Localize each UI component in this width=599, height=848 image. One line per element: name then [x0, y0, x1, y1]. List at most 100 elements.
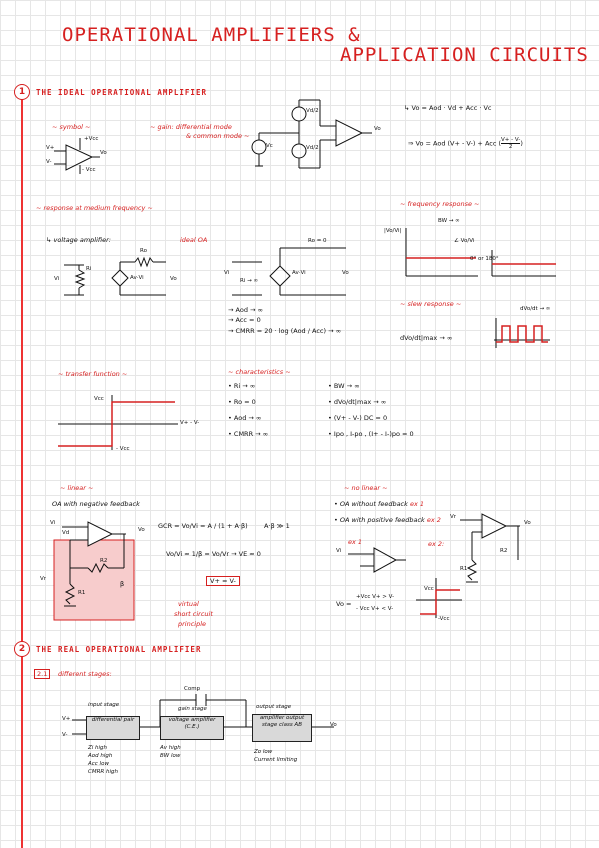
gain-vd: Vd/2: [306, 108, 319, 114]
section-title-2: THE REAL OPERATIONAL AMPLIFIER: [36, 645, 202, 654]
stage1-box: differential pair: [86, 716, 140, 740]
page-title-line2: APPLICATION CIRCUITS: [340, 44, 589, 66]
nonlinear-e2: • OA with positive feedback ex 2: [334, 516, 441, 524]
response-ideal-label: ideal OA: [180, 236, 208, 244]
linear-note2: short circuit: [174, 610, 213, 618]
linear-desc: OA with negative feedback: [52, 500, 140, 508]
response-heading: ~ response at medium frequency ~: [36, 204, 153, 212]
chars-right-2: • (V+ - V-) DC = 0: [328, 414, 388, 422]
transfer-axis: V+ - V-: [180, 420, 200, 426]
gain-vd2: Vd/2: [306, 145, 319, 151]
gain-eq2: ⇒ Vo = Aod (V+ - V-) + Acc ( V+ - V-2): [408, 137, 523, 150]
stages-heading: different stages:: [58, 670, 112, 678]
stage3-label: output stage: [256, 704, 292, 710]
response-l1: → Aod → ∞: [228, 306, 263, 314]
response-voltage-amp: ↳ voltage amplifier:: [46, 236, 111, 244]
stage2-label: gain stage: [178, 706, 207, 712]
linear-beta: β: [120, 580, 125, 588]
freq-mag: |Vo/Vi|: [384, 228, 402, 234]
stages-vn: V-: [62, 732, 68, 738]
response-vi: Vi: [54, 276, 60, 282]
nonlinear-vo: Vo: [524, 520, 531, 526]
chars-left-3: • CMRR → ∞: [228, 430, 269, 438]
gain-eq1: ↳ Vo = Aod · Vd + Acc · Vc: [404, 104, 492, 112]
response-riinf: Ri → ∞: [240, 278, 259, 284]
freq-bw: BW → ∞: [438, 218, 460, 224]
nonlinear-ex1-label: ex 1: [348, 538, 363, 546]
margin-line: [21, 90, 23, 848]
nonlinear-voeq: Vo =: [336, 600, 352, 608]
response-l2: → Acc = 0: [228, 316, 261, 324]
linear-r1: R1: [78, 590, 86, 596]
chars-left-0: • Ri → ∞: [228, 382, 256, 390]
linear-note1: virtual: [178, 600, 199, 608]
nonlinear-heading: ~ no linear ~: [344, 484, 388, 492]
response-vo: Vo: [170, 276, 177, 282]
stage1-label: input stage: [88, 702, 120, 708]
chars-right-0: • BW → ∞: [328, 382, 360, 390]
slew-dvdt: dVo/dt → ∞: [520, 306, 551, 312]
chars-left-2: • Aod → ∞: [228, 414, 262, 422]
freq-deg: 0° or 180°: [470, 256, 499, 262]
gain-heading2: & common mode ~: [186, 132, 250, 140]
transfer-heading: ~ transfer function ~: [58, 370, 128, 378]
nonlinear-ex2-label: ex 2:: [428, 540, 445, 548]
linear-heading: ~ linear ~: [60, 484, 94, 492]
symbol-vp: V+: [46, 145, 55, 151]
nonlinear-mvcc: -Vcc: [438, 616, 450, 622]
stages-vp: V+: [62, 716, 71, 722]
freq-angle: ∠ Vo/Vi: [454, 238, 475, 244]
response-vi2: Vi: [224, 270, 230, 276]
linear-vvv: V+ = V-: [206, 576, 240, 586]
freq-heading: ~ frequency response ~: [400, 200, 480, 208]
nonlinear-c1: +Vcc V+ > V-: [356, 594, 395, 600]
section-title-1: THE IDEAL OPERATIONAL AMPLIFIER: [36, 88, 207, 97]
page-title-line1: OPERATIONAL AMPLIFIERS &: [62, 24, 361, 46]
linear-vo: Vo: [138, 527, 145, 533]
response-ri: Ri: [86, 266, 92, 272]
response-vo2: Vo: [342, 270, 349, 276]
gain-heading: ~ gain: differential mode: [150, 123, 232, 131]
symbol-heading: ~ symbol ~: [52, 123, 91, 131]
chars-heading: ~ characteristics ~: [228, 368, 291, 376]
nonlinear-vcc: Vcc: [424, 586, 434, 592]
response-ro0: Ro = 0: [308, 238, 327, 244]
slew-eq: dVo/dt|max → ∞: [400, 334, 453, 342]
slew-heading: ~ slew response ~: [400, 300, 462, 308]
linear-note3: principle: [178, 620, 207, 628]
linear-approx: Vo/Vi ≃ 1/β = Vo/Vr → VE ≃ 0: [166, 550, 261, 558]
gain-vc: Vc: [266, 143, 273, 149]
symbol-vcc-neg: - Vcc: [82, 167, 96, 173]
nonlinear-r2: R2: [500, 548, 508, 554]
linear-vi: Vi: [50, 520, 56, 526]
symbol-vcc-pos: +Vcc: [84, 136, 99, 142]
transfer-vcc: Vcc: [94, 396, 104, 402]
linear-gcr-eq: GCR = Vo/Vi = A / (1 + A·β): [158, 522, 248, 530]
symbol-vo: Vo: [100, 150, 107, 156]
symbol-vn: V-: [46, 159, 52, 165]
stage2-box: voltage amplifier (C.E.): [160, 716, 224, 740]
nonlinear-r1: R1: [460, 566, 468, 572]
section-number-1: 1: [14, 84, 30, 100]
chars-left-1: • Ro = 0: [228, 398, 256, 406]
transfer-mvcc: - Vcc: [116, 446, 130, 452]
section-number-2: 2: [14, 641, 30, 657]
stage3-box: amplifier output stage class AB: [252, 714, 312, 742]
nonlinear-c2: - Vcc V+ < V-: [356, 606, 394, 612]
gain-vo: Vo: [374, 126, 381, 132]
linear-r2: R2: [100, 558, 108, 564]
stages-comp: Comp: [184, 686, 201, 692]
response-l3: → CMRR = 20 · log (Aod / Acc) → ∞: [228, 327, 342, 335]
stages-vo: Vo: [330, 722, 337, 728]
subsection-number: 2.1: [34, 669, 51, 679]
response-avi: Av·Vi: [130, 275, 144, 281]
nonlinear-vr: Vr: [450, 514, 457, 520]
linear-vr: Vr: [40, 576, 47, 582]
chars-right-3: • Ipo , I-po , (I+ - I-)po = 0: [328, 430, 414, 438]
linear-vd: Vd: [62, 530, 70, 536]
response-avi2: Av·Vi: [292, 270, 306, 276]
